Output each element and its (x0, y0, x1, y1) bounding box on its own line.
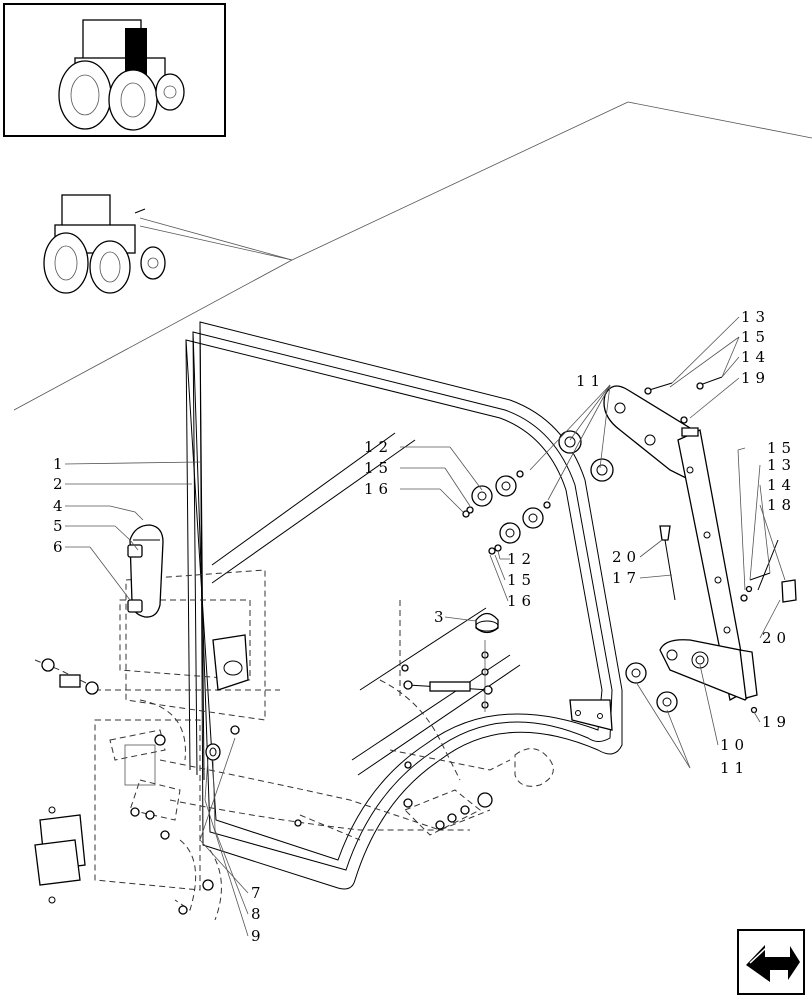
label-2: 2 (53, 475, 68, 493)
label-12a: 12 (364, 438, 393, 456)
label-18: 18 (767, 496, 796, 514)
label-17: 17 (612, 569, 641, 587)
lower-hinge (659, 639, 758, 701)
label-1: 1 (53, 455, 68, 473)
door-handle (127, 524, 164, 618)
label-3: 3 (434, 608, 449, 626)
label-19b: 19 (762, 713, 791, 731)
lock-mechanism-dashed (34, 569, 554, 921)
handle-washers (205, 725, 302, 827)
label-9: 9 (251, 927, 266, 945)
next-page-arrow-icon[interactable] (737, 929, 805, 995)
label-11a: 11 (576, 372, 605, 390)
label-15d: 15 (767, 439, 796, 457)
label-13a: 13 (741, 308, 770, 326)
label-14a: 14 (741, 348, 770, 366)
lock-mechanism-parts (34, 658, 493, 915)
tractor-locator-icon (43, 194, 166, 294)
label-10: 10 (720, 736, 749, 754)
label-19a: 19 (741, 369, 770, 387)
hinge-bolts (644, 376, 797, 714)
latch-rod (401, 640, 493, 712)
label-16b: 16 (507, 592, 536, 610)
callout-labels: 1 2 4 5 6 3 12 15 16 12 15 16 11 13 15 1… (53, 308, 796, 945)
label-16a: 16 (364, 480, 393, 498)
label-13b: 13 (767, 456, 796, 474)
label-5: 5 (53, 517, 68, 535)
label-12b: 12 (507, 550, 536, 568)
label-14b: 14 (767, 476, 796, 494)
label-20b: 20 (762, 629, 791, 647)
perspective-lines (13, 101, 812, 411)
knob (475, 612, 499, 634)
hinge-washers (462, 470, 551, 555)
callout-leaders (64, 316, 786, 937)
label-11b: 11 (720, 759, 749, 777)
label-15c: 15 (741, 328, 770, 346)
handle-plate (212, 634, 249, 691)
label-8: 8 (251, 905, 266, 923)
door-glass-seal (185, 321, 623, 890)
label-7: 7 (251, 884, 266, 902)
label-15a: 15 (364, 459, 393, 477)
tractor-thumbnail-icon (3, 3, 226, 137)
label-20a: 20 (612, 548, 641, 566)
label-4: 4 (53, 497, 68, 515)
hinge-grommets (558, 430, 678, 713)
label-15b: 15 (507, 571, 536, 589)
label-6: 6 (53, 538, 68, 556)
